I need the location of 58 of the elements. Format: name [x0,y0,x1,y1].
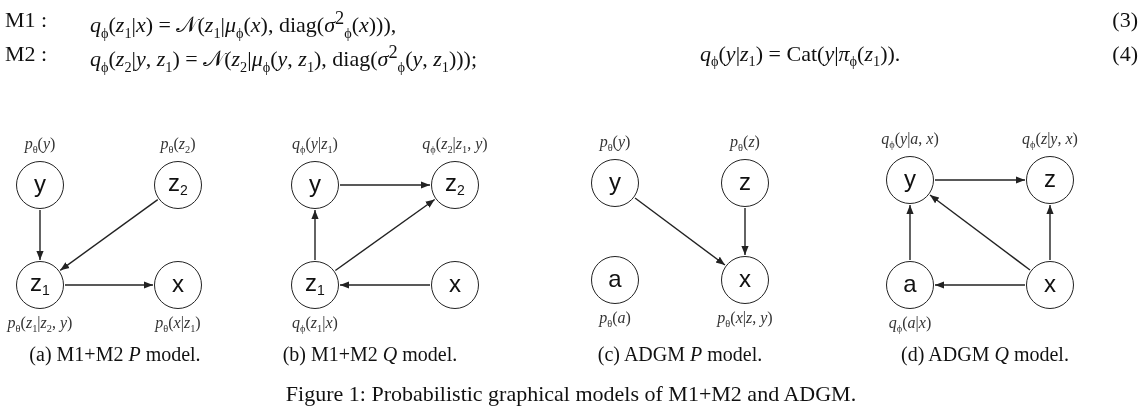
arrow [741,207,749,256]
equation: q$_{ϕ}$(y|z$_{1}$) = Cat(y|π$_{ϕ}$(z$_{1}$)). [700,42,901,71]
equation-label: M2 : [5,42,48,67]
arrow [906,204,914,261]
arrow [311,209,319,261]
variable-label: z$_{1}$ [305,270,325,297]
equation: q$_{ϕ}$(z$_{2}$|y, z$_{1}$) = 𝒩(z$_{2}$|μ$_{ϕ}$(y, z$_{1}$), diag(σ$^{2}$$_{ϕ}$(y, z$_{1}$))); [90,42,478,76]
variable-label: z$_{2}$ [168,170,188,197]
arrow [339,281,431,289]
subfigure-caption: (b) M1+M2 Q model. [282,343,458,365]
variable-label: z$_{2}$ [445,170,465,197]
arrow [64,281,154,289]
arrow [36,209,44,261]
variable-label: x [739,267,751,292]
variable-circle [431,261,479,309]
distribution-label: p$_{θ}$(a) [599,309,631,330]
arrow [929,194,1031,271]
equation-number: (3) [1112,8,1138,33]
arrow [339,181,431,189]
arrow [1046,204,1054,261]
arrow [59,198,159,272]
arrow [934,281,1026,289]
variable-label: z [739,170,751,195]
distribution-label: p$_{θ}$(x|z$_{1}$) [155,314,201,335]
variable-label: z [1044,167,1056,192]
distribution-label: p$_{θ}$(z) [730,133,760,154]
subfigure-caption: (d) ADGM Q model. [901,343,1069,365]
variable-label: z$_{1}$ [30,270,50,297]
distribution-label: p$_{θ}$(y) [599,133,631,154]
variable-label: x [172,272,184,297]
subfigure-caption: (a) M1+M2 P model. [29,343,201,365]
distribution-label: p$_{θ}$(z$_{2}$) [160,135,196,156]
variable-label: x [449,272,461,297]
variable-label: y [609,170,621,195]
distribution-label: q$_{ϕ}$(a|x) [888,314,932,335]
variable-label: a [608,267,622,292]
variable-label: y [34,172,46,197]
arrow [634,197,726,266]
distribution-label: q$_{ϕ}$(z$_{1}$|x) [292,314,338,335]
distribution-label: p$_{θ}$(x|z, y) [717,309,773,330]
equation: q$_{ϕ}$(z$_{1}$|x) = 𝒩(z$_{1}$|μ$_{ϕ}$(x), diag(σ$^{2}$$_{ϕ}$(x))), [90,8,397,42]
variable-label: y [309,172,321,197]
equation-label: M1 : [5,8,48,33]
distribution-label: p$_{θ}$(z$_{1}$|z$_{2}$, y) [7,314,73,335]
variable-label: y [904,167,916,192]
arrow [934,176,1026,184]
distribution-label: q$_{ϕ}$(y|a, x) [881,130,939,151]
variable-label: x [1044,272,1056,297]
variable-circle [1026,261,1074,309]
distribution-label: p$_{θ}$(y) [24,135,56,156]
distribution-label: q$_{ϕ}$(z$_{2}$|z$_{1}$, y) [422,135,488,156]
equation-number: (4) [1112,42,1138,67]
variable-label: a [903,272,917,297]
subfigure-caption: (c) ADGM P model. [597,343,763,365]
arrow [334,198,436,272]
figure-caption: Figure 1: Probabilistic graphical models of M1+M2 and ADGM. [285,382,857,407]
distribution-label: q$_{ϕ}$(z|y, x) [1022,130,1078,151]
distribution-label: q$_{ϕ}$(y|z$_{1}$) [292,135,338,156]
